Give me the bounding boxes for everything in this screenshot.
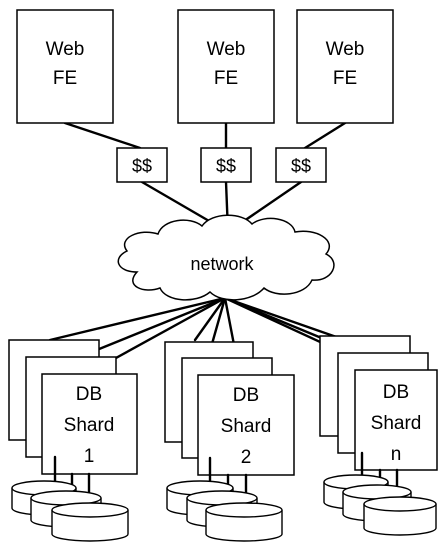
fe1-to-cache1-line: [63, 121, 142, 150]
web-fe-label-line2: FE: [53, 68, 77, 89]
caches: $$ $$ $$: [116, 147, 327, 183]
cache-label: $$: [132, 156, 152, 176]
web-fe-label-line2: FE: [333, 68, 357, 89]
shard-group: DB Shard 1: [8, 339, 138, 542]
fe3-to-cache3-line: [303, 121, 347, 150]
shard-label-line2: Shard: [64, 415, 115, 436]
cache-box: $$: [116, 147, 168, 183]
network-cloud: network: [117, 214, 335, 301]
web-fe-label-line2: FE: [214, 68, 238, 89]
network-label: network: [190, 254, 254, 274]
cache-label: $$: [291, 156, 311, 176]
shard-label-line2: Shard: [371, 413, 422, 434]
web-fe-box: Web FE: [16, 9, 114, 124]
shard-label-line3: 2: [241, 447, 252, 468]
disk-icon: [51, 502, 129, 542]
cache-box: $$: [200, 147, 252, 183]
cache-box: $$: [275, 147, 327, 183]
shard-label-line1: DB: [76, 384, 102, 405]
web-fe-label-line1: Web: [326, 39, 365, 60]
web-fe-box: Web FE: [296, 9, 394, 124]
shard-group: DB Shard n: [319, 335, 438, 536]
shard-box: [354, 369, 438, 471]
shard-label-line3: 1: [84, 446, 95, 467]
web-frontends: Web FE Web FE Web FE: [16, 9, 394, 124]
web-fe-label-line1: Web: [46, 39, 85, 60]
shard-label-line3: n: [391, 444, 402, 465]
shard-label-line1: DB: [233, 385, 259, 406]
shard-group: DB Shard 2: [164, 341, 295, 542]
disk-icon: [205, 502, 283, 542]
shard-label-line2: Shard: [221, 416, 272, 437]
shard-label-line1: DB: [383, 382, 409, 403]
web-fe-label-line1: Web: [207, 39, 246, 60]
cache-label: $$: [216, 156, 236, 176]
web-fe-box: Web FE: [177, 9, 275, 124]
disk-icon: [363, 496, 437, 536]
